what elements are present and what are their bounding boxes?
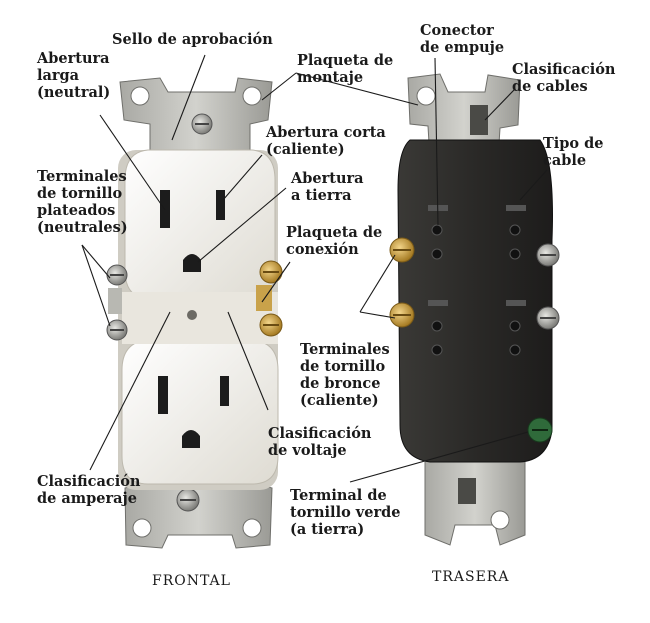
upper-short-slot — [216, 190, 225, 220]
upper-long-slot — [160, 190, 170, 228]
center-screw-hole — [187, 310, 197, 320]
push-in-hole-1 — [431, 224, 443, 236]
label-conector-empuje: Conector de empuje — [420, 22, 505, 56]
front-receptacle — [106, 77, 283, 549]
push-in-hole-3 — [509, 224, 521, 236]
push-in-hole-4 — [509, 248, 521, 260]
lower-short-slot — [220, 376, 229, 406]
lower-long-slot — [158, 376, 168, 414]
label-terminales-plateados: Terminales de tornillo plateados (neutra… — [37, 168, 128, 236]
label-tipo-cable: Tipo de cable — [543, 135, 604, 169]
label-clasificacion-amperaje: Clasificación de amperaje — [37, 473, 141, 507]
label-terminal-verde: Terminal de tornillo verde (a tierra) — [290, 487, 401, 538]
label-abertura-larga: Abertura larga (neutral) — [37, 50, 111, 101]
label-plaqueta-conexion: Plaqueta de conexión — [286, 224, 383, 258]
label-abertura-corta: Abertura corta (caliente) — [266, 124, 386, 158]
push-in-hole-6 — [431, 344, 443, 356]
caption-frontal: FRONTAL — [152, 573, 231, 589]
label-clasificacion-cables: Clasificación de cables — [512, 61, 616, 95]
back-body — [397, 139, 553, 463]
label-clasificacion-voltaje: Clasificación de voltaje — [268, 425, 372, 459]
push-in-hole-2 — [431, 248, 443, 260]
label-terminales-bronce: Terminales de tornillo de bronce (calien… — [300, 341, 390, 409]
label-plaqueta-montaje: Plaqueta de montaje — [297, 52, 394, 86]
leader-lines — [81, 54, 548, 483]
push-in-hole-7 — [509, 320, 521, 332]
upper-outlet-face — [124, 149, 276, 299]
caption-trasera: TRASERA — [432, 569, 510, 585]
lower-ground-hole — [182, 430, 200, 448]
label-abertura-tierra: Abertura a tierra — [291, 170, 364, 204]
front-mounting-strap — [119, 77, 273, 151]
front-bottom-strap — [124, 481, 273, 549]
upper-ground-hole — [183, 254, 201, 272]
push-in-hole-5 — [431, 320, 443, 332]
back-receptacle — [389, 73, 560, 546]
push-in-hole-8 — [509, 344, 521, 356]
label-sello-aprobacion: Sello de aprobación — [112, 31, 273, 48]
